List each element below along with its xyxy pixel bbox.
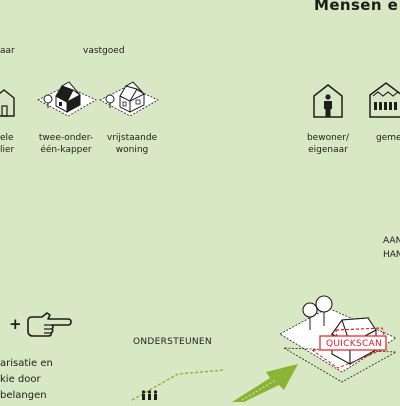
quickscan-label: QUICKSCAN: [325, 339, 383, 349]
arrow-icon: [232, 364, 298, 402]
dashed-zone: [131, 369, 225, 401]
people-label-gemeenschap: geme: [376, 133, 400, 143]
house-outline-icon: [0, 89, 15, 117]
community-icon: [369, 82, 400, 118]
quickscan-plot-icon: [279, 295, 398, 383]
page-title: Mensen e: [314, 0, 399, 14]
housing-label-left: ele lier: [0, 133, 15, 155]
detached-house-icon: [99, 81, 159, 117]
category-label-left: aar: [0, 46, 15, 56]
category-label-vastgoed: vastgoed: [83, 46, 125, 56]
housing-label-vrijstaande-woning: vrijstaande woning: [106, 133, 158, 155]
bottom-left-text: arisatie en kie door belangen: [0, 358, 53, 401]
pointing-hand-icon: [27, 312, 72, 337]
ondersteunen-label: ONDERSTEUNEN: [133, 337, 212, 347]
right-label: AAN HAN: [383, 236, 400, 260]
people-label-bewoner-eigenaar: bewoner/ eigenaar: [306, 133, 350, 155]
plus-icon: +: [9, 315, 22, 333]
resident-owner-icon: [313, 84, 343, 118]
semi-detached-house-icon: [37, 81, 97, 117]
housing-label-twee-onder-een-kapper: twee-onder- één-kapper: [38, 133, 94, 155]
